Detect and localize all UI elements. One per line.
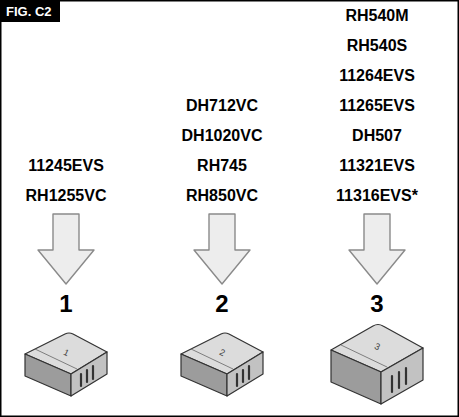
model-number: 11316EVS*	[336, 188, 418, 204]
model-number: DH1020VC	[182, 128, 263, 144]
model-number: RH540M	[345, 8, 408, 24]
model-number: RH850VC	[186, 188, 258, 204]
model-number: DH507	[352, 128, 402, 144]
position-number: 1	[59, 292, 72, 316]
figure-label: FIG. C2	[1, 1, 60, 22]
model-number: RH540S	[347, 38, 407, 54]
position-number: 3	[370, 292, 383, 316]
model-number: 11265EVS	[339, 98, 415, 114]
model-number: 11321EVS	[339, 158, 415, 174]
position-number: 2	[215, 292, 228, 316]
model-number: RH1255VC	[26, 188, 107, 204]
model-number: DH712VC	[186, 98, 258, 114]
model-number: RH745	[197, 158, 247, 174]
model-number: 11245EVS	[28, 158, 104, 174]
model-number: 11264EVS	[339, 68, 415, 84]
